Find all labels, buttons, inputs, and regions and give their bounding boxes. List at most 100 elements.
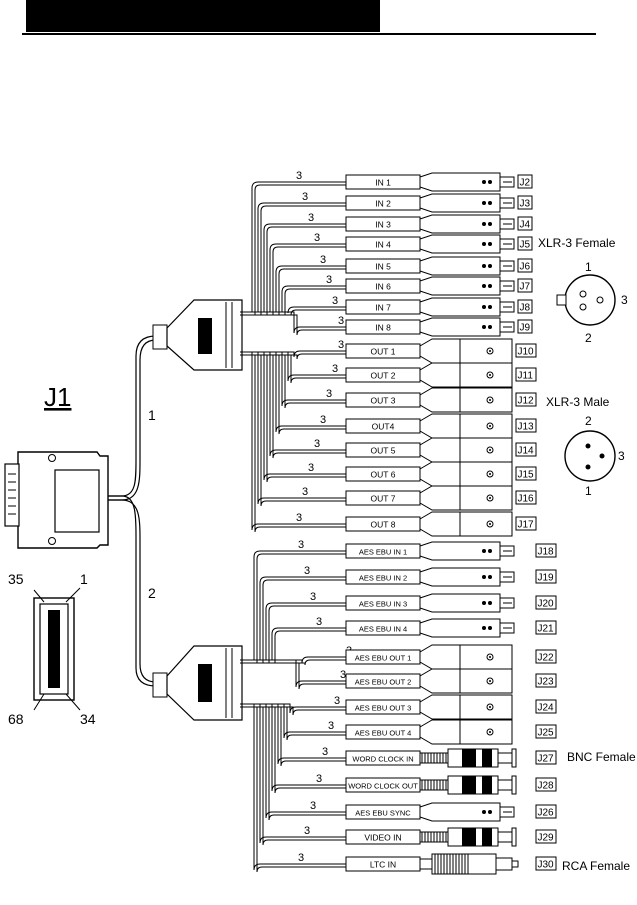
wire-bundle — [240, 703, 346, 846]
jack-id: J4 — [520, 220, 531, 231]
jack-id: J7 — [520, 282, 531, 293]
legend-pin-2: 2 — [585, 331, 592, 345]
jack-tag — [515, 516, 537, 531]
jack-tag — [535, 673, 557, 688]
legend-pin-3b: 3 — [618, 449, 625, 463]
wire-count-label: 3 — [296, 512, 302, 524]
main-connector-shell — [4, 463, 20, 527]
wire-bundle — [240, 351, 346, 507]
jack-tag — [535, 777, 557, 792]
xlr-male-face-icon — [564, 430, 616, 482]
jack-tag — [535, 569, 557, 584]
legend-bnc-female-label: BNC Female — [567, 750, 636, 764]
xlr-male-plug-icon — [419, 362, 513, 388]
channel-label: WORD CLOCK OUT — [348, 782, 418, 791]
wire-bundle — [240, 350, 346, 360]
wire-count-label: 3 — [308, 212, 314, 224]
wire-count-label: 3 — [316, 616, 322, 628]
jack-id: J10 — [518, 347, 535, 358]
wire-bundle — [240, 550, 346, 664]
channel-label: OUT 3 — [371, 396, 396, 406]
bnc-plug-icon — [419, 827, 517, 847]
jack-tag — [517, 278, 533, 293]
xlr-male-plug-icon — [419, 719, 513, 745]
channel-label: VIDEO IN — [364, 833, 401, 843]
jack-id: J15 — [518, 470, 535, 481]
xlr-male-plug-icon — [419, 338, 513, 364]
wire-count-label: 3 — [304, 825, 310, 837]
main-connector-label: J1 — [44, 382, 71, 412]
channel-label: AES EBU OUT 2 — [355, 678, 412, 687]
rca-plug-icon — [419, 853, 519, 875]
wire-bundle — [240, 703, 346, 716]
trunk-cables — [121, 335, 157, 687]
channel-label: IN 7 — [375, 303, 391, 313]
jack-tag — [535, 543, 557, 558]
jack-id: J6 — [520, 262, 531, 273]
wire-count-label: 3 — [326, 274, 332, 286]
wire-bundle — [240, 576, 346, 664]
wire-count-label: 3 — [326, 388, 332, 400]
wire-count-label: 3 — [308, 462, 314, 474]
wire-bundle — [240, 202, 346, 316]
wire-count-label: 3 — [338, 315, 344, 327]
xlr-male-plug-icon — [419, 437, 513, 463]
channel-label: IN 6 — [375, 282, 391, 292]
jack-id: J3 — [520, 199, 531, 210]
wire-count-label: 3 — [322, 746, 328, 758]
xlr-female-plug-icon — [419, 593, 501, 613]
wire-count-label: 3 — [320, 254, 326, 266]
pin-label-35: 35 — [8, 571, 24, 587]
xlr-female-plug-icon — [419, 618, 501, 638]
jack-id: J16 — [518, 494, 535, 505]
channel-label: OUT 5 — [371, 446, 396, 456]
channel-label: OUT 1 — [371, 347, 396, 357]
wire-bundle — [240, 703, 346, 873]
screw-icon — [48, 454, 56, 462]
channel-label: OUT4 — [372, 422, 395, 432]
wire-bundle — [240, 703, 346, 821]
wire-count-label: 3 — [314, 438, 320, 450]
wire-bundle — [240, 351, 346, 409]
wire-bundle — [240, 703, 346, 767]
jack-tag — [515, 442, 537, 457]
jack-tag — [515, 367, 537, 382]
wire-count-label: 3 — [310, 800, 316, 812]
channel-label: AES EBU SYNC — [355, 809, 411, 818]
channel-label: AES EBU IN 4 — [359, 625, 407, 634]
channel-label: AES EBU OUT 4 — [355, 729, 412, 738]
jack-tag — [515, 466, 537, 481]
jack-tag — [535, 804, 557, 819]
jack-tag — [515, 418, 537, 433]
wire-bundle — [240, 656, 346, 666]
xlr-male-plug-icon — [419, 461, 513, 487]
channel-label: AES EBU IN 1 — [359, 548, 407, 557]
wire-bundle — [240, 351, 346, 435]
channel-row: IN 6 J7 — [345, 276, 533, 296]
wire-bundle — [240, 243, 346, 316]
wire-count-label: 3 — [302, 486, 308, 498]
jack-id: J14 — [518, 446, 535, 457]
pin-label-68: 68 — [8, 711, 24, 727]
pin-label-34: 34 — [80, 711, 96, 727]
wire-count-label: 3 — [332, 295, 338, 307]
channel-label: IN 4 — [375, 240, 391, 250]
wire-count-label: 3 — [310, 591, 316, 603]
branch-label-2: 2 — [148, 585, 156, 601]
breakout-module-2 — [152, 645, 243, 721]
jack-id: J24 — [538, 703, 555, 714]
xlr-female-plug-icon — [419, 297, 501, 317]
jack-tag — [535, 829, 557, 844]
channel-label: OUT 2 — [371, 371, 396, 381]
jack-id: J8 — [520, 303, 531, 314]
